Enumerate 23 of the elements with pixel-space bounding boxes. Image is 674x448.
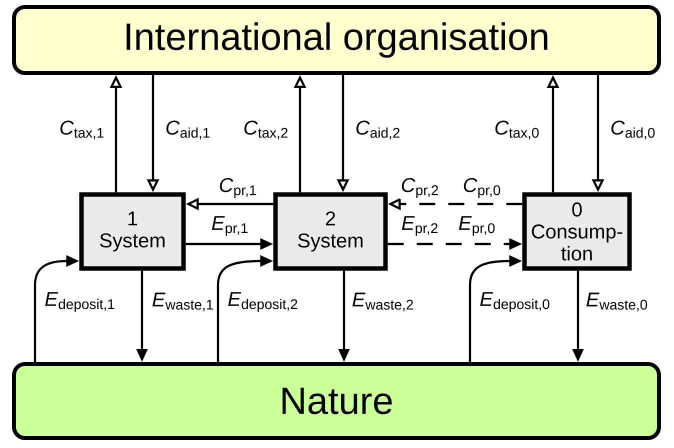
process-box: 1 System	[79, 192, 186, 271]
flow-label: C$_{pr,0}$	[462, 177, 502, 199]
edge-label: E$_{pr,1}$	[210, 215, 250, 237]
process-box: 0 Consump-tion	[522, 192, 632, 271]
edge-label: C$_{aid,2}$	[354, 120, 402, 140]
edge-label: E$_{deposit,2}$	[226, 291, 300, 313]
band-box: International organisation	[12, 5, 661, 75]
edge-label: C$_{aid,1}$	[164, 120, 212, 140]
edge-label: C$_{pr,1}$	[218, 177, 258, 199]
edge-label: E$_{waste,2}$	[350, 292, 416, 312]
edge-label: E$_{waste,0}$	[584, 292, 650, 312]
edge-label: C$_{aid,0}$	[609, 120, 657, 140]
edge-label: C$_{tax,0}$	[493, 120, 541, 140]
edge-label: E$_{deposit,1}$	[44, 291, 116, 313]
edge-label: C$_{tax,2}$	[242, 120, 290, 140]
flow-label: E$_{pr,0}$	[457, 215, 497, 237]
edge-label: C$_{tax,1}$	[58, 120, 106, 140]
band-box: Nature	[12, 362, 661, 440]
edge-label: E$_{deposit,0}$	[478, 291, 552, 313]
edge-label: E$_{waste,1}$	[150, 292, 216, 312]
edge-label: C$_{pr,2}$	[400, 177, 440, 199]
process-box: 2 System	[273, 192, 388, 271]
edge-label: E$_{pr,2}$	[400, 215, 440, 237]
